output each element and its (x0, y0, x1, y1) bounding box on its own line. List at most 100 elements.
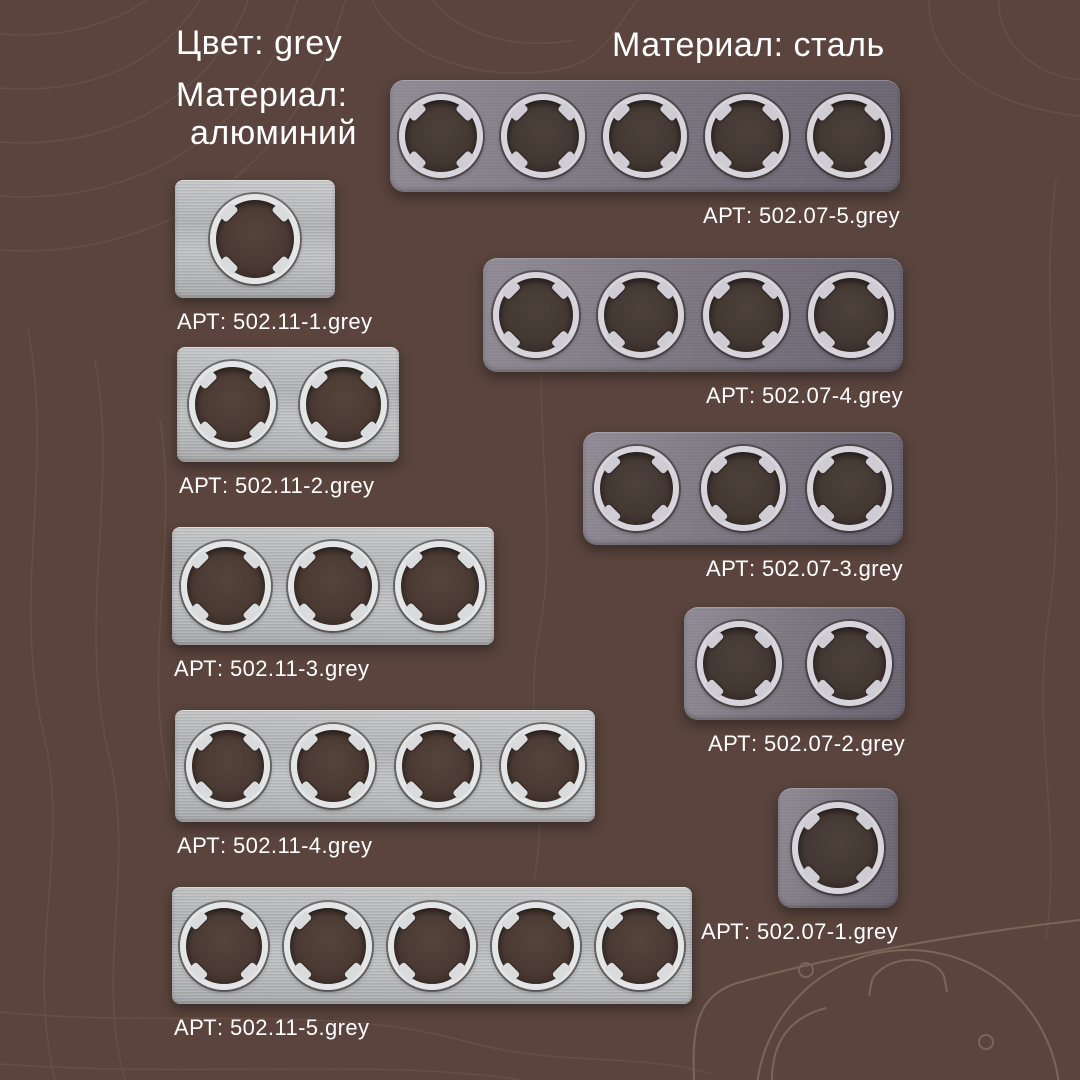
claw-notch (710, 329, 731, 350)
gang-cell (684, 607, 795, 720)
claw-notch (659, 150, 679, 170)
claw-notch (500, 910, 521, 930)
product-art-code: АРТ: 502.07-4.grey (706, 383, 903, 408)
claw-notch (247, 369, 268, 390)
socket-hole (284, 901, 372, 990)
socket-hole (597, 272, 684, 358)
claw-notch (247, 419, 268, 440)
claw-notch (655, 280, 676, 301)
product-card: АРТ: 502.11-5.grey (172, 887, 692, 1040)
claw-notch (801, 811, 822, 832)
product-art-code: АРТ: 502.11-3.grey (174, 656, 370, 681)
claw-notch (655, 910, 676, 930)
socket-frame (684, 607, 905, 720)
claw-notch (815, 280, 836, 301)
claw-notch (193, 780, 214, 800)
claw-notch (396, 961, 417, 981)
claw-notch (605, 329, 626, 350)
material-aluminum-label-line1: Материал: (176, 76, 348, 114)
claw-notch (298, 732, 319, 752)
claw-notch (407, 150, 427, 170)
socket-hole (500, 724, 585, 808)
claw-notch (218, 255, 239, 276)
socket-hole (395, 724, 480, 808)
claw-notch (815, 329, 836, 350)
claw-notch (193, 732, 214, 752)
socket-hole (388, 901, 476, 990)
product-art-code: АРТ: 502.07-3.grey (706, 556, 903, 581)
socket-frame (390, 80, 900, 192)
claw-notch (815, 102, 835, 122)
claw-notch (509, 102, 529, 122)
socket-hole (185, 724, 270, 808)
claw-notch (865, 329, 886, 350)
socket-hole (189, 361, 276, 448)
claw-notch (650, 454, 671, 475)
claw-notch (708, 454, 729, 475)
gang-cell (280, 710, 385, 822)
claw-notch (611, 102, 631, 122)
socket-frame (483, 258, 903, 372)
socket-hole (792, 802, 884, 894)
gang-cell (484, 887, 588, 1004)
claw-notch (241, 549, 262, 570)
claw-notch (801, 864, 822, 885)
claw-notch (403, 732, 424, 752)
claw-notch (188, 961, 209, 981)
claw-notch (550, 329, 571, 350)
socket-frame (177, 347, 399, 462)
product-card: АРТ: 502.07-4.grey (483, 258, 903, 408)
claw-notch (704, 629, 725, 650)
claw-notch (556, 780, 577, 800)
claw-notch (298, 780, 319, 800)
claw-notch (710, 280, 731, 301)
gang-cell (798, 258, 903, 372)
gang-cell (276, 887, 380, 1004)
claw-notch (197, 419, 218, 440)
socket-hole (593, 446, 679, 531)
claw-notch (815, 629, 836, 650)
socket-hole (290, 724, 375, 808)
claw-notch (602, 502, 622, 523)
socket-hole (210, 194, 300, 284)
claw-notch (241, 780, 262, 800)
socket-hole (596, 901, 684, 990)
claw-notch (761, 102, 781, 122)
socket-frame (175, 180, 335, 298)
socket-hole (492, 272, 579, 358)
claw-notch (508, 780, 529, 800)
claw-notch (713, 102, 733, 122)
claw-notch (865, 280, 886, 301)
product-card: АРТ: 502.11-4.grey (175, 710, 595, 858)
socket-hole (807, 446, 893, 531)
product-card: АРТ: 502.11-3.grey (172, 527, 494, 681)
socket-hole (395, 541, 486, 631)
claw-notch (346, 732, 367, 752)
claw-notch (863, 102, 883, 122)
claw-notch (500, 961, 521, 981)
claw-notch (447, 910, 468, 930)
claw-notch (239, 910, 260, 930)
gang-cell (172, 887, 276, 1004)
gang-cell (693, 258, 798, 372)
claw-notch (455, 150, 475, 170)
claw-notch (864, 677, 885, 698)
socket-frame (175, 710, 595, 822)
claw-notch (604, 961, 625, 981)
claw-notch (655, 329, 676, 350)
gang-cell (172, 527, 279, 645)
claw-notch (864, 502, 884, 523)
claw-notch (815, 454, 836, 475)
claw-notch (451, 732, 472, 752)
product-card: АРТ: 502.07-1.grey (701, 788, 898, 944)
claw-notch (308, 419, 329, 440)
socket-hole (603, 94, 687, 178)
gang-cell (175, 180, 335, 298)
product-card: АРТ: 502.11-2.grey (177, 347, 399, 498)
claw-notch (864, 454, 884, 475)
claw-notch (407, 102, 427, 122)
gang-cell (588, 258, 693, 372)
gang-cell (588, 887, 692, 1004)
